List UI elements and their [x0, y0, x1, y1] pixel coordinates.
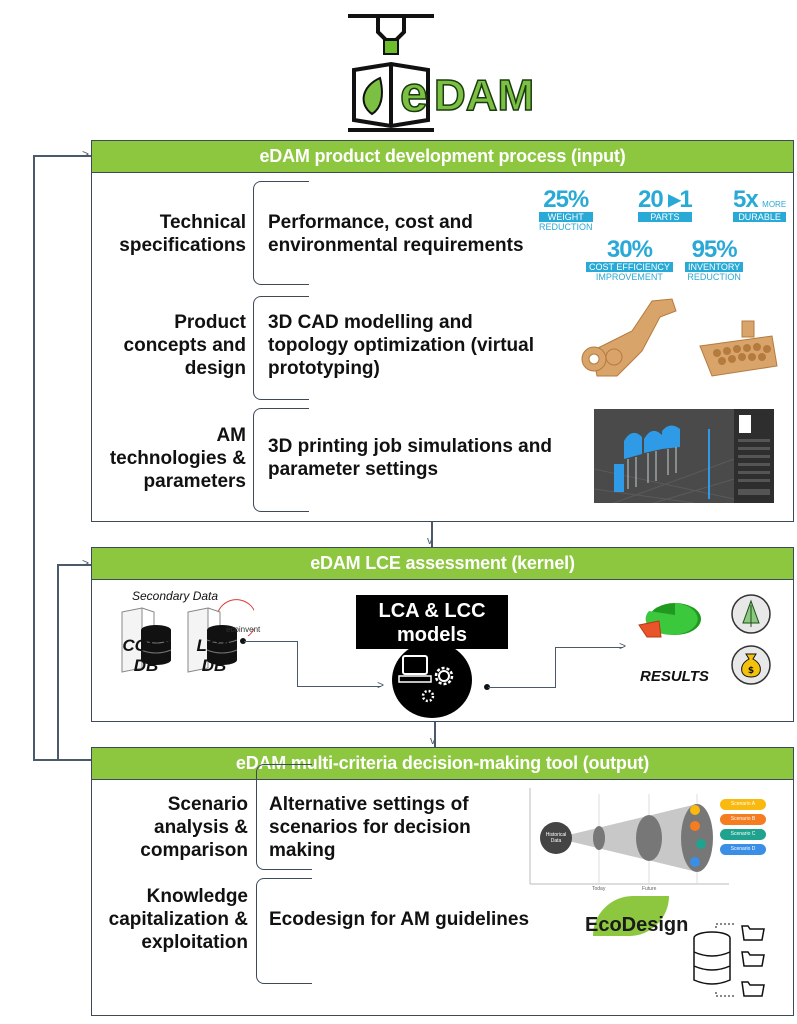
arrow-down-icon: v	[430, 735, 436, 747]
bracket	[256, 878, 312, 984]
ecoinvent-logo: ecoinvent	[226, 625, 261, 634]
leaf-icon	[362, 76, 383, 116]
kernel-panel: eDAM LCE assessment (kernel) Secondary D…	[91, 547, 794, 722]
scenario-pill: Scenario B	[720, 814, 766, 825]
database-folders-icon	[693, 923, 765, 997]
output-panel-title: eDAM multi-criteria decision-making tool…	[92, 748, 793, 780]
stat-parts: 20 ▸1 PARTS	[638, 186, 693, 222]
scenario-pill: Scenario A	[720, 799, 766, 810]
x-label-today: Today	[592, 886, 606, 892]
bracket	[253, 181, 309, 285]
row-desc-ecodesign: Ecodesign for AM guidelines	[269, 909, 530, 930]
scenario-pill: Scenario C	[720, 829, 766, 840]
arrow-right-icon: >	[377, 678, 385, 692]
input-panel-title: eDAM product development process (input)	[92, 141, 793, 173]
row-desc-requirements: Performance, cost and environmental requ…	[268, 212, 524, 256]
stat-cost-efficiency: 30% COST EFFICIENCY IMPROVEMENT	[586, 238, 673, 282]
input-panel: eDAM product development process (input)…	[91, 140, 794, 522]
scenario-dot	[690, 821, 700, 831]
historical-data-label: Historical Data	[545, 832, 567, 844]
print-simulation-screenshot	[593, 409, 774, 504]
computer-gears-icon	[392, 646, 472, 718]
logo-text-e: e	[399, 65, 428, 123]
lca-db-label: LCA DB	[196, 636, 232, 675]
ecodesign-text: EcoDesign	[585, 914, 689, 936]
row-label-technical-specs: Technical specifications	[119, 212, 246, 256]
row-desc-alternative-settings: Alternative settings of scenarios for de…	[269, 794, 471, 861]
bracket	[253, 408, 309, 512]
arrow-down-icon: v	[427, 535, 433, 547]
results-label: RESULTS	[640, 668, 709, 685]
row-label-scenario-analysis: Scenario analysis & comparison	[140, 794, 248, 861]
row-label-knowledge: Knowledge capitalization & exploitation	[108, 886, 248, 953]
bracket	[256, 764, 312, 870]
row-label-product-concepts: Product concepts and design	[123, 312, 246, 379]
stat-inventory: 95% INVENTORY REDUCTION	[685, 238, 744, 282]
cost-database-icon	[121, 607, 172, 673]
3d-printed-parts-image	[581, 298, 778, 377]
output-panel: eDAM multi-criteria decision-making tool…	[91, 747, 794, 1016]
stat-weight-reduction: 25% WEIGHT REDUCTION	[539, 186, 593, 232]
tree-icon	[731, 594, 771, 634]
lca-database-icon	[187, 599, 254, 673]
cost-db-label: COST DB	[122, 636, 170, 675]
logo-text-dam: DAM	[433, 70, 535, 121]
arrow-head-icon: >	[82, 556, 90, 570]
lca-lcc-models-box: LCA & LCC models	[356, 595, 508, 649]
secondary-data-label: Secondary Data	[132, 589, 219, 603]
scenario-cone-chart: Historical Data Today Future Scenario A S…	[524, 786, 786, 892]
kernel-panel-title: eDAM LCE assessment (kernel)	[92, 548, 793, 580]
models-label: LCA & LCC models	[378, 600, 486, 646]
stat-durable: 5x MORE DURABLE	[733, 186, 787, 222]
scenario-dot	[690, 857, 700, 867]
row-label-am-technologies: AM technologies & parameters	[109, 425, 246, 492]
arrow-head-icon: >	[82, 147, 90, 161]
money-bag-icon: $	[731, 645, 771, 685]
arrow-right-icon: >	[619, 639, 627, 653]
edam-logo: e DAM	[348, 12, 538, 132]
scenario-dot	[696, 839, 706, 849]
printer-nozzle-icon	[348, 14, 434, 132]
svg-text:$: $	[748, 666, 754, 676]
row-desc-cad: 3D CAD modelling and topology optimizati…	[268, 312, 534, 379]
scenario-pill: Scenario D	[720, 844, 766, 855]
connector-dot	[484, 684, 490, 690]
x-label-future: Future	[642, 886, 657, 892]
row-desc-printing: 3D printing job simulations and paramete…	[268, 436, 552, 480]
bracket	[253, 296, 309, 400]
connector-dot	[240, 638, 246, 644]
scenario-dot	[690, 805, 700, 815]
results-pie-chart-icon	[638, 603, 701, 638]
